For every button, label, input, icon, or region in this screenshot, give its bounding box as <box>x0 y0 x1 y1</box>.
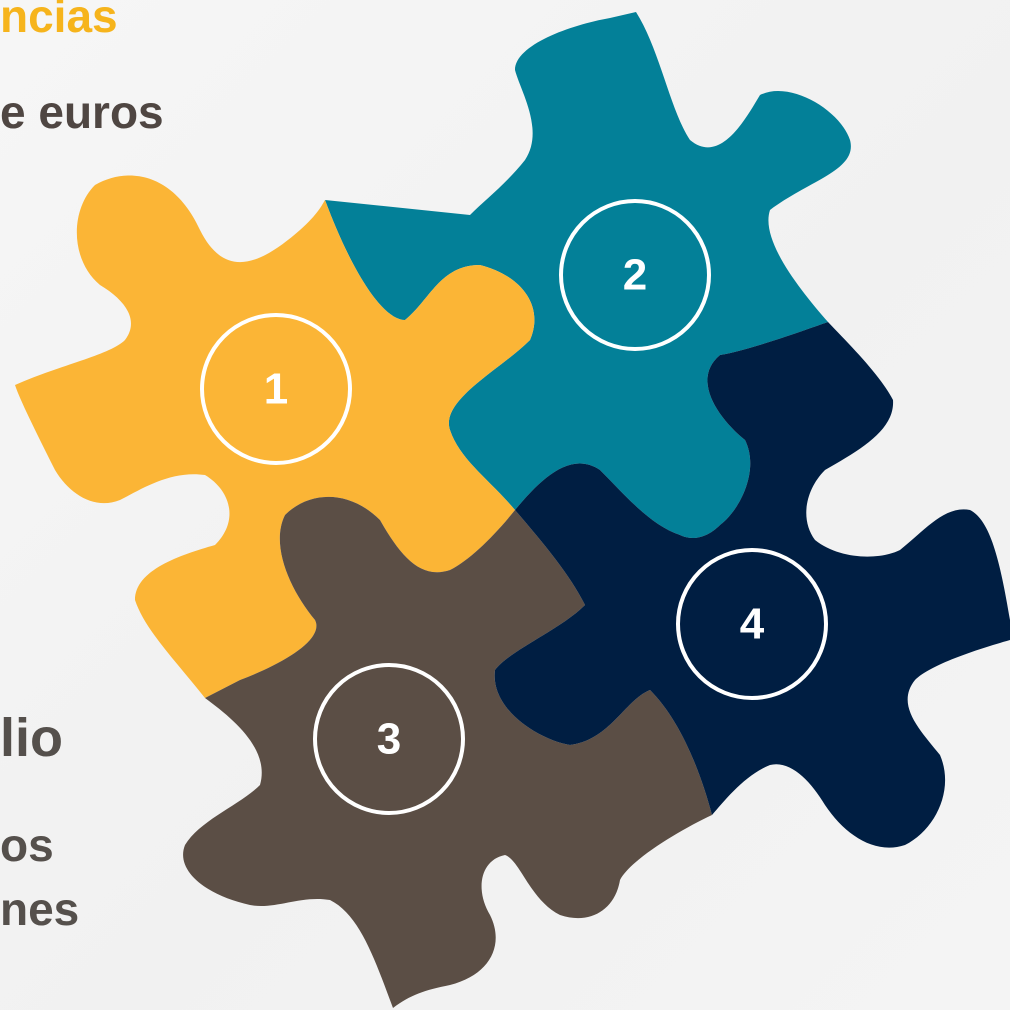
badge-3-number: 3 <box>377 715 401 764</box>
badge-4: 4 <box>676 548 828 700</box>
badge-3: 3 <box>313 663 465 815</box>
title-fragment: ncias <box>0 0 118 42</box>
subtitle-fragment: e euros <box>0 86 164 138</box>
badge-1: 1 <box>200 313 352 465</box>
puzzle-piece-3 <box>183 496 712 1008</box>
puzzle-piece-4 <box>494 322 1010 848</box>
body-line-a-fragment: os <box>0 819 54 871</box>
body-line-b-fragment: nes <box>0 883 80 935</box>
badge-2-number: 2 <box>623 251 647 300</box>
puzzle-piece-1 <box>15 175 535 698</box>
puzzle-piece-2 <box>325 12 851 538</box>
heading2-fragment: lio <box>0 708 63 768</box>
badge-4-number: 4 <box>740 600 765 649</box>
badge-1-number: 1 <box>264 365 288 414</box>
badge-2: 2 <box>559 199 711 351</box>
